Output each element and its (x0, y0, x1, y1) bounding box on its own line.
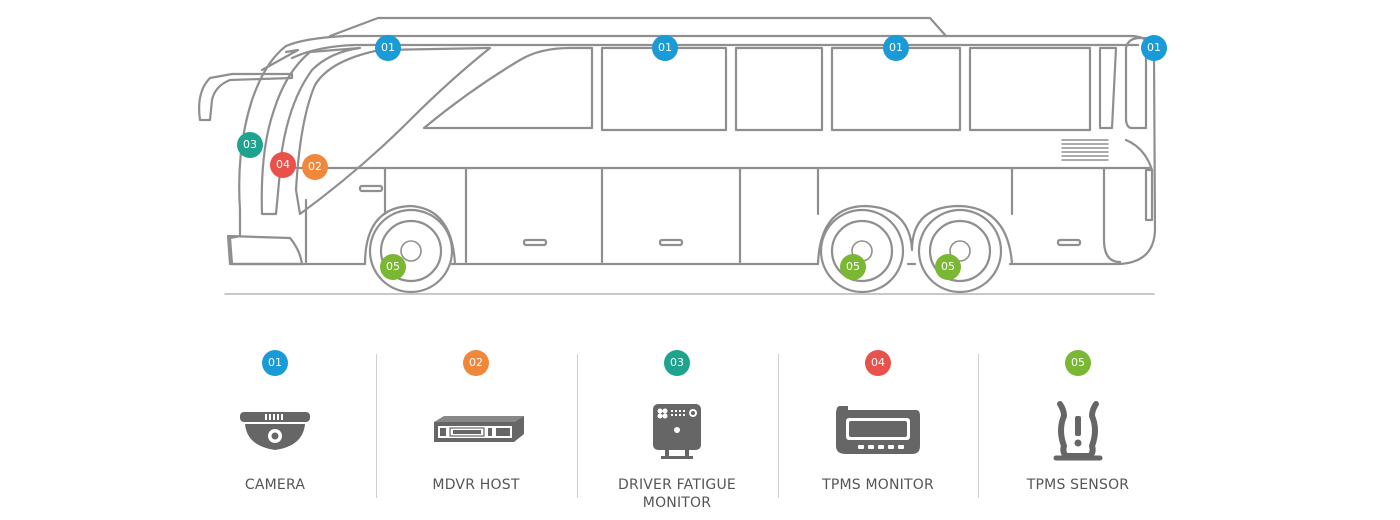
tpms-monitor-marker[interactable]: 04 (270, 152, 296, 178)
dome-camera-icon (240, 412, 310, 450)
legend-item-driver-fatigue-monitor[interactable]: 03 DRIVER FATIGUE MONITOR (577, 348, 777, 513)
side-mirror (198, 72, 294, 122)
window-1 (422, 46, 594, 130)
legend-badge: 04 (865, 350, 891, 376)
tpms-sensor-marker[interactable]: 05 (935, 254, 961, 280)
camera-marker[interactable]: 01 (375, 35, 401, 61)
legend-divider (376, 354, 377, 498)
legend-label: TPMS MONITOR (822, 477, 934, 493)
legend-item-mdvr-host[interactable]: 02 MDVR HOST (376, 348, 576, 513)
tire-pressure-icon (1053, 401, 1103, 461)
window-5 (968, 46, 1092, 132)
rear-wheel-1 (819, 208, 905, 294)
bus-roof (328, 16, 948, 38)
legend-label: MDVR HOST (432, 477, 520, 493)
legend-badge: 01 (262, 350, 288, 376)
camera-marker[interactable]: 01 (652, 35, 678, 61)
front-wheel (368, 208, 454, 294)
tpms-display-icon (836, 406, 920, 454)
legend-divider (978, 354, 979, 498)
fatigue-monitor-icon (653, 404, 701, 459)
wheels (368, 208, 1003, 294)
mdvr-recorder-icon (434, 416, 524, 442)
rear-panel (1124, 36, 1148, 130)
front-bumper (226, 234, 304, 266)
window-3 (734, 46, 824, 132)
front-side-window (294, 46, 492, 216)
window-6 (1098, 46, 1118, 130)
legend-label: DRIVER FATIGUE MONITOR (618, 477, 736, 511)
tpms-sensor-marker[interactable]: 05 (380, 254, 406, 280)
legend-item-tpms-sensor[interactable]: 05 TPMS SENSOR (978, 348, 1178, 513)
legend-divider (778, 354, 779, 498)
tpms-sensor-marker[interactable]: 05 (840, 254, 866, 280)
windscreen (260, 46, 362, 216)
fatigue-monitor-marker[interactable]: 03 (237, 132, 263, 158)
legend-label: CAMERA (244, 477, 306, 493)
camera-marker[interactable]: 01 (883, 35, 909, 61)
rear-wheel-2 (917, 208, 1003, 294)
legend-badge: 03 (664, 350, 690, 376)
bus-body-outline (228, 34, 1157, 266)
legend-divider (577, 354, 578, 498)
legend-badge: 05 (1065, 350, 1091, 376)
camera-marker[interactable]: 01 (1141, 35, 1167, 61)
legend-item-camera[interactable]: 01 CAMERA (175, 348, 375, 513)
legend-badge: 02 (463, 350, 489, 376)
legend-item-tpms-monitor[interactable]: 04 TPMS MONITOR (778, 348, 978, 513)
mdvr-marker[interactable]: 02 (302, 154, 328, 180)
legend-label: TPMS SENSOR (1026, 477, 1130, 493)
